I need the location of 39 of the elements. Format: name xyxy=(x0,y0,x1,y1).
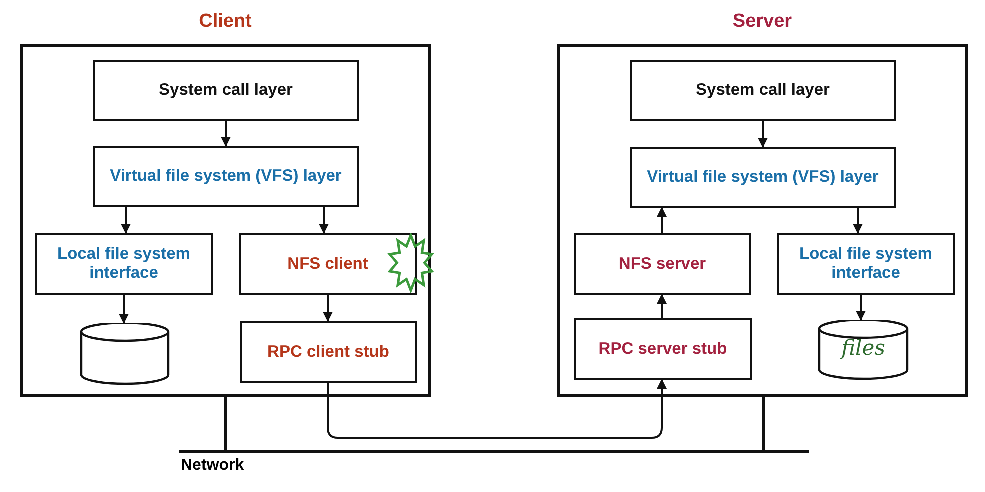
arrow xyxy=(853,208,863,234)
layer-label: Virtual file system (VFS) layer xyxy=(109,167,343,186)
arrow xyxy=(657,294,667,318)
layer-label: Local file system interface xyxy=(56,245,192,283)
network-label: Network xyxy=(181,457,244,475)
layer-box xyxy=(777,233,955,295)
arrow xyxy=(119,295,129,324)
layer-label: Virtual file system (VFS) layer xyxy=(646,168,880,187)
layer-box xyxy=(630,147,896,208)
arrow xyxy=(121,207,131,234)
layer-box xyxy=(630,60,896,121)
container-title: Client xyxy=(198,11,253,33)
layer-box xyxy=(574,318,752,380)
arrow xyxy=(758,121,768,148)
container-title: Server xyxy=(732,11,794,33)
layer-box xyxy=(240,321,417,383)
layer-box xyxy=(93,60,359,121)
handwritten-label: files xyxy=(842,336,886,360)
arrow xyxy=(221,121,231,147)
arrow xyxy=(856,295,866,321)
arrow xyxy=(319,207,329,234)
layer-box xyxy=(239,233,417,295)
arrow xyxy=(327,379,667,439)
layer-label: RPC client stub xyxy=(266,342,390,362)
connector-line xyxy=(762,397,766,450)
layer-label: NFS client xyxy=(286,254,370,274)
arrow xyxy=(657,207,667,233)
disk-cylinder xyxy=(80,323,170,385)
layer-label: RPC server stub xyxy=(598,340,728,358)
layer-box xyxy=(93,146,359,207)
layer-box xyxy=(574,233,751,295)
layer-label: Local file system interface xyxy=(798,245,934,283)
layer-label: System call layer xyxy=(158,81,294,100)
connector-line xyxy=(224,397,228,450)
layer-box xyxy=(35,233,213,295)
arrow xyxy=(323,295,333,322)
disk-cylinder xyxy=(818,320,909,380)
layer-label: System call layer xyxy=(695,81,831,100)
layer-label: NFS server xyxy=(618,254,708,274)
